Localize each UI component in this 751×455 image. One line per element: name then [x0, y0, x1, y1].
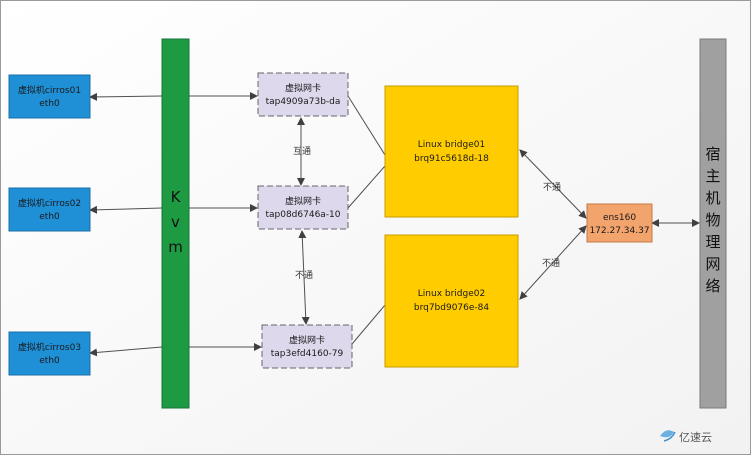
connections	[89, 92, 700, 357]
bridge-box-1	[384, 85, 519, 218]
watermark-logo-icon	[660, 430, 676, 442]
nic-name: ens160	[603, 213, 636, 223]
vm-node-1: 虚拟机cirros01 eth0	[8, 74, 91, 119]
host-network-bar: 宿 主 机 物 理 网 络	[699, 38, 727, 409]
kvm-letter-2: v	[171, 213, 180, 231]
bridge-name-1: Linux bridge01	[418, 140, 485, 150]
edge-kvm-vm2	[89, 205, 163, 214]
tap-box-2	[257, 185, 349, 230]
tap-name-1: tap4909a73b-da	[266, 97, 341, 107]
vm-node-2: 虚拟机cirros02 eth0	[8, 187, 91, 232]
kvm-letter-3: m	[168, 238, 183, 256]
host-char-2: 主	[705, 167, 720, 185]
vm-iface-2: eth0	[39, 212, 60, 222]
edge-kvm-vm3	[89, 346, 163, 357]
vm-box-1	[8, 74, 91, 119]
bridge-node-1: Linux bridge01 brq91c5618d-18	[384, 85, 519, 218]
tap-box-3	[261, 324, 353, 369]
edge-label-tap2-tap3: 不通	[295, 270, 313, 281]
host-char-7: 络	[705, 277, 720, 295]
bridge-node-2: Linux bridge02 brq7bd9076e-84	[384, 234, 519, 368]
tap-title-3: 虚拟网卡	[289, 334, 325, 346]
tap-title-1: 虚拟网卡	[285, 82, 321, 94]
nic-box	[586, 203, 653, 243]
tap-node-1: 虚拟网卡 tap4909a73b-da	[257, 72, 349, 117]
bridge-id-2: brq7bd9076e-84	[414, 303, 490, 313]
watermark-text: 亿速云	[679, 431, 712, 444]
vm-node-3: 虚拟机cirros03 eth0	[8, 331, 91, 376]
edge-tap2-bridge1	[347, 165, 386, 209]
kvm-box	[161, 38, 190, 409]
host-network-box	[699, 38, 727, 409]
edge-label-tap1-tap2: 互通	[293, 146, 311, 157]
edge-tap1-bridge1	[347, 95, 386, 156]
host-char-1: 宿	[705, 145, 720, 163]
edge-tap2-tap3	[298, 230, 310, 325]
edge-bridge1-nic	[519, 149, 587, 219]
vm-box-2	[8, 187, 91, 232]
host-char-5: 理	[705, 233, 720, 251]
kvm-letter-1: K	[171, 188, 182, 206]
tap-name-3: tap3efd4160-79	[271, 349, 344, 359]
watermark: 亿速云	[660, 430, 712, 444]
nic-ip: 172.27.34.37	[589, 226, 649, 236]
tap-box-1	[257, 72, 349, 117]
host-char-4: 物	[705, 211, 720, 229]
tap-node-3: 虚拟网卡 tap3efd4160-79	[261, 324, 353, 369]
kvm-bar: K v m	[161, 38, 190, 409]
tap-name-2: tap08d6746a-10	[265, 210, 340, 220]
edge-bridge2-nic	[519, 225, 587, 300]
tap-title-2: 虚拟网卡	[285, 195, 321, 207]
edge-label-bridge1-nic: 不通	[543, 182, 561, 193]
vm-name-1: 虚拟机cirros01	[18, 84, 81, 96]
host-char-3: 机	[705, 189, 720, 207]
vm-box-3	[8, 331, 91, 376]
edge-tap3-bridge2	[351, 304, 386, 345]
vm-iface-3: eth0	[39, 356, 60, 366]
host-char-6: 网	[705, 255, 720, 273]
bridge-name-2: Linux bridge02	[418, 289, 485, 299]
vm-name-3: 虚拟机cirros03	[18, 341, 81, 353]
edge-kvm-vm1	[89, 92, 163, 101]
bridge-box-2	[384, 234, 519, 368]
bridge-id-1: brq91c5618d-18	[414, 154, 489, 164]
vm-name-2: 虚拟机cirros02	[18, 197, 81, 209]
vm-iface-1: eth0	[39, 99, 60, 109]
tap-node-2: 虚拟网卡 tap08d6746a-10	[257, 185, 349, 230]
nic-node: ens160 172.27.34.37	[586, 203, 653, 243]
connection-labels: 互通 不通 不通 不通	[293, 146, 561, 281]
edge-label-bridge2-nic: 不通	[542, 258, 560, 269]
